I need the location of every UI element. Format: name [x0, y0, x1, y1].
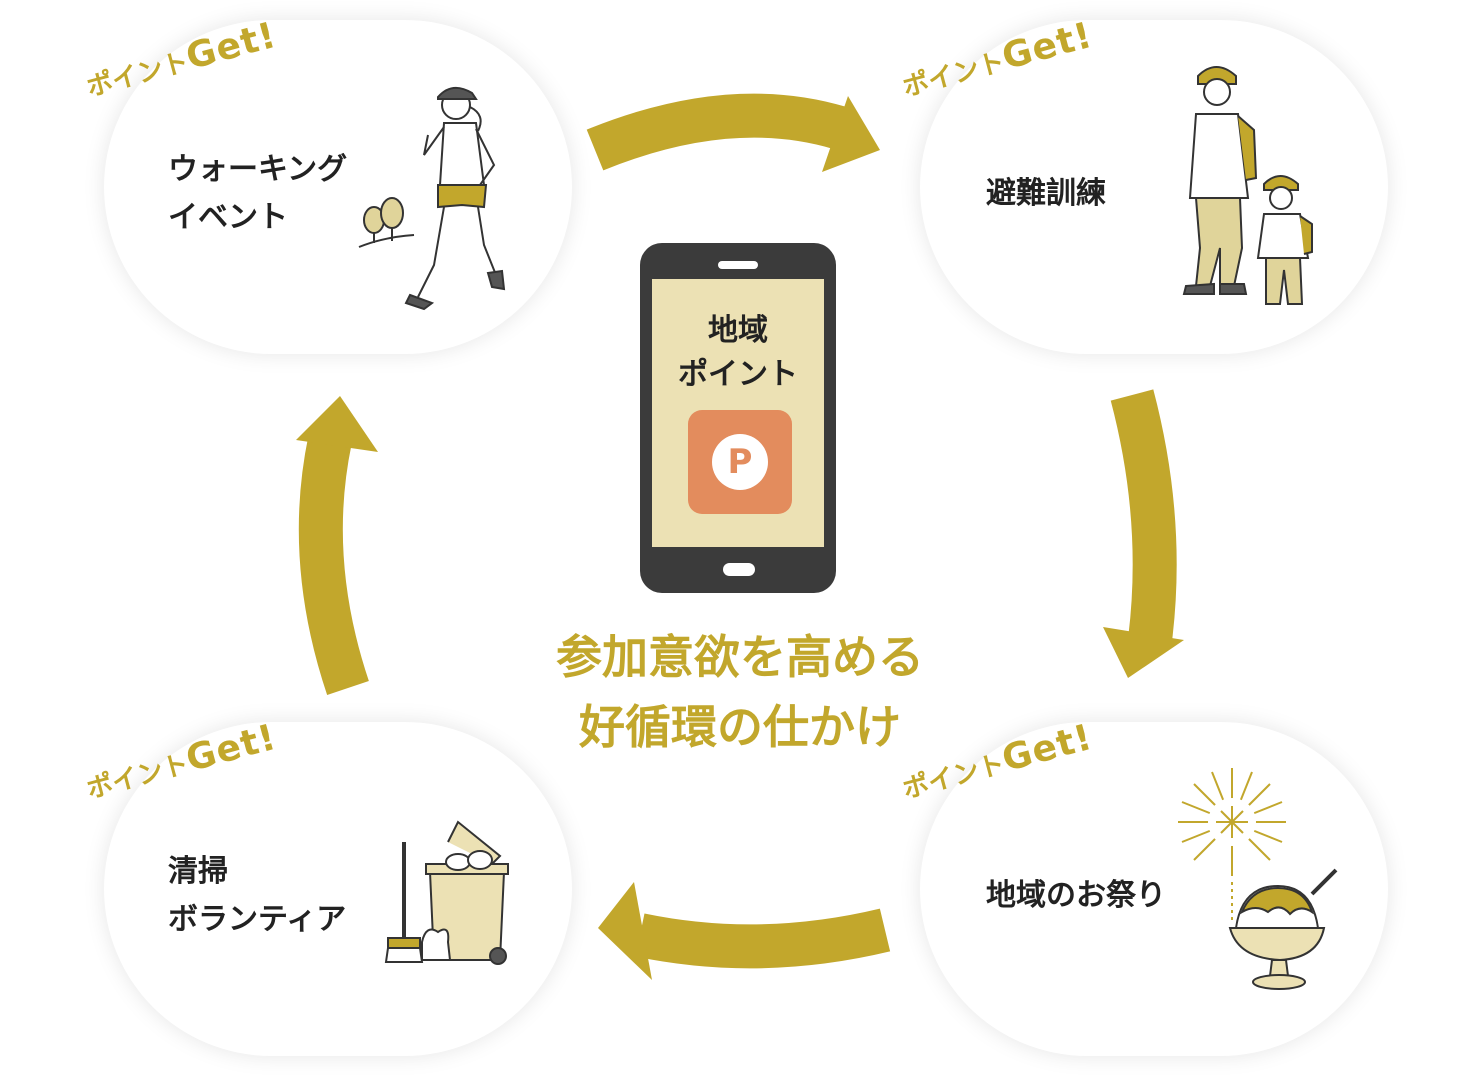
card-evacuation-drill: ポイントGet! 避難訓練	[900, 15, 1388, 354]
card-walking-event: ポイントGet! ウォーキング イベント	[84, 15, 572, 354]
card-label: 避難訓練	[986, 176, 1106, 211]
evacuation-drill-icon	[1182, 66, 1313, 305]
card-label: 清掃 ボランティア	[168, 854, 347, 937]
phone-screen: 地域 ポイント P	[652, 279, 824, 547]
arrow-right	[1103, 389, 1184, 678]
arrow-left	[296, 396, 378, 696]
app-icon[interactable]: P	[688, 410, 792, 514]
card-label: 地域のお祭り	[986, 878, 1166, 913]
card-cleanup-volunteer: ポイントGet! 清掃 ボランティア	[84, 717, 572, 1056]
card-local-festival: ポイントGet! 地域のお祭り	[900, 717, 1388, 1056]
center-caption: 参加意欲を高める 好循環の仕かけ	[556, 630, 924, 754]
arrow-top	[586, 93, 880, 172]
trash-bin-icon	[384, 820, 509, 965]
arrow-bottom	[598, 882, 891, 980]
card-label: ウォーキング イベント	[168, 152, 348, 235]
runner-icon	[358, 86, 506, 311]
phone-title: 地域 ポイント	[678, 313, 798, 392]
smartphone: 地域 ポイント P	[640, 243, 836, 593]
point-coin-icon: P	[712, 434, 768, 490]
phone-home-button	[723, 563, 755, 576]
phone-speaker	[718, 261, 758, 269]
shaved-ice-fireworks-icon	[1178, 768, 1338, 990]
